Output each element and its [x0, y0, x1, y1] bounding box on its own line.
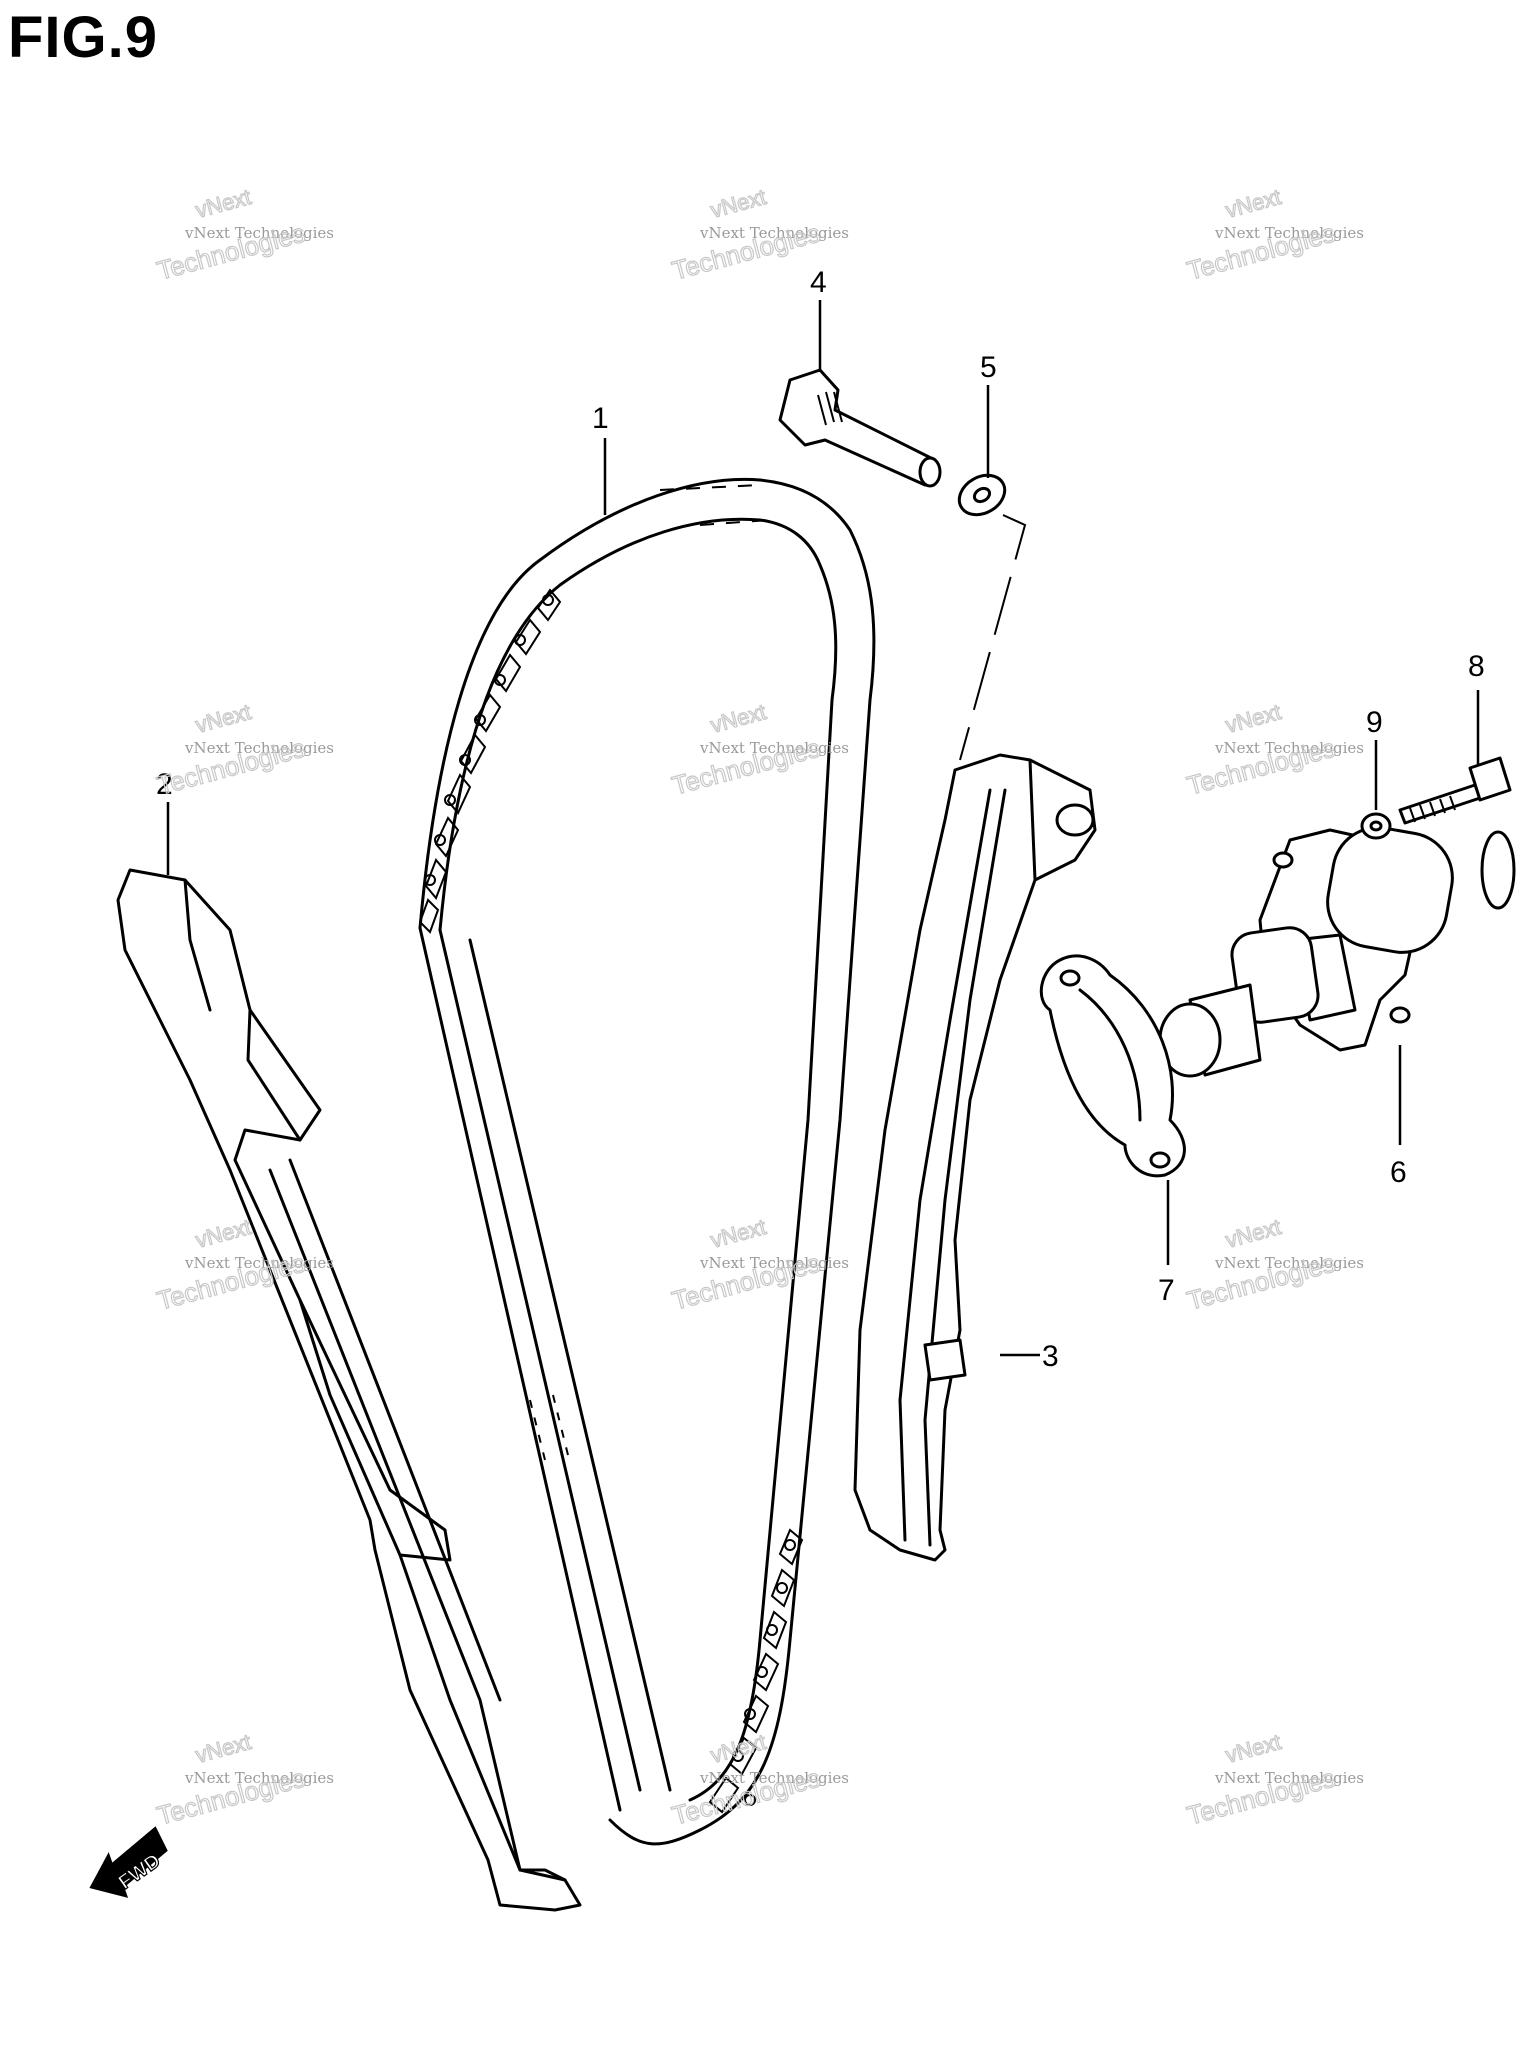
tensioner-washer [1360, 812, 1392, 840]
svg-text:vNext: vNext [1223, 1729, 1284, 1768]
callout-9: 9 [1366, 706, 1383, 739]
svg-text:vNext Technologies: vNext Technologies [184, 1254, 334, 1272]
callout-2: 2 [156, 768, 173, 801]
callout-8: 8 [1468, 650, 1485, 683]
cam-chain [418, 477, 876, 1846]
callout-6: 6 [1390, 1156, 1407, 1189]
guide-bolt [778, 368, 942, 488]
svg-text:vNext: vNext [1223, 184, 1284, 223]
fwd-arrow: FWD [89, 1826, 168, 1898]
svg-text:vNext Technologies: vNext Technologies [184, 739, 334, 757]
chain-guide-tensioner [853, 753, 1097, 1562]
washer [957, 473, 1027, 761]
svg-text:vNext Technologies: vNext Technologies [1214, 1254, 1364, 1272]
callout-leaders [166, 300, 1480, 1357]
svg-text:vNext: vNext [193, 1729, 254, 1768]
svg-text:vNext: vNext [708, 1214, 769, 1253]
chain-guide-rear [116, 868, 582, 1912]
svg-text:vNext: vNext [708, 1729, 769, 1768]
svg-text:vNext: vNext [1223, 699, 1284, 738]
svg-text:vNext Technologies: vNext Technologies [699, 224, 849, 242]
callout-5: 5 [980, 351, 997, 384]
svg-text:vNext: vNext [708, 184, 769, 223]
svg-text:vNext Technologies: vNext Technologies [1214, 739, 1364, 757]
svg-text:vNext: vNext [708, 699, 769, 738]
callout-numbers: 1 2 3 4 5 6 7 8 9 [156, 266, 1485, 1373]
figure-title: FIG.9 [8, 5, 159, 70]
tensioner-bolt [1398, 756, 1512, 825]
callout-4: 4 [810, 266, 827, 299]
callout-3: 3 [1042, 1340, 1059, 1373]
svg-text:vNext: vNext [193, 1214, 254, 1253]
svg-text:vNext Technologies: vNext Technologies [184, 1769, 334, 1787]
svg-text:vNext Technologies: vNext Technologies [184, 224, 334, 242]
callout-1: 1 [592, 402, 609, 435]
svg-text:vNext Technologies: vNext Technologies [699, 739, 849, 757]
svg-text:vNext Technologies: vNext Technologies [1214, 224, 1364, 242]
tensioner-assembly [1158, 826, 1516, 1078]
gasket [1039, 954, 1186, 1178]
svg-text:vNext Technologies: vNext Technologies [1214, 1769, 1364, 1787]
svg-text:vNext Technologies: vNext Technologies [699, 1769, 849, 1787]
svg-text:vNext: vNext [1223, 1214, 1284, 1253]
svg-text:vNext: vNext [193, 699, 254, 738]
svg-text:vNext: vNext [193, 184, 254, 223]
svg-text:vNext Technologies: vNext Technologies [699, 1254, 849, 1272]
callout-7: 7 [1158, 1274, 1175, 1307]
